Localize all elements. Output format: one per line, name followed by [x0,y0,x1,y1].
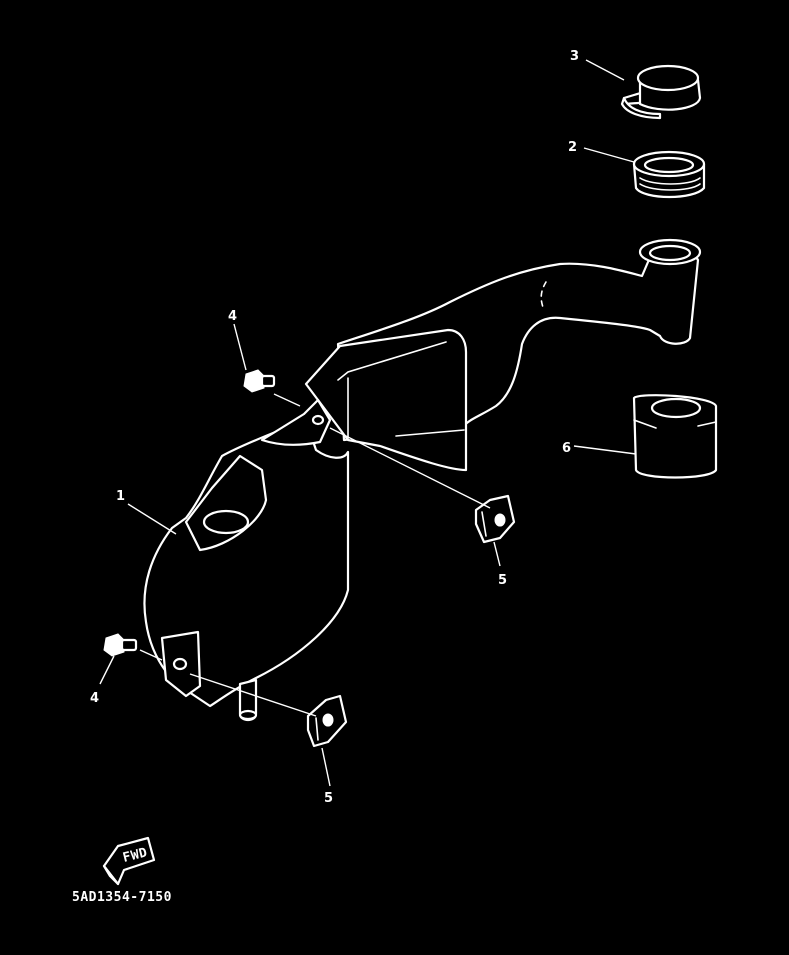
part-5-nut-upper [474,494,516,544]
callout-4-lower: 4 [90,691,99,706]
fwd-arrow-icon: FWD [102,836,156,886]
part-3-cap [620,64,702,120]
drawing-code: 5AD1354-7150 [72,890,172,905]
leader-lines [99,59,637,787]
assembly-lines [139,393,491,717]
part-4-bolt-lower [103,633,138,657]
part-5-nut-lower [306,694,348,748]
callout-2: 2 [568,140,577,155]
part-1-housing [143,238,702,722]
callout-3: 3 [570,49,579,64]
part-4-bolt-upper [243,369,276,393]
fwd-label: FWD [121,845,149,866]
callout-1: 1 [116,489,125,504]
callout-4-upper: 4 [228,309,237,324]
callout-6: 6 [562,441,571,456]
callout-5-upper: 5 [498,573,507,588]
part-2-grommet [632,150,706,198]
part-6-clamp [632,394,718,479]
callout-5-lower: 5 [324,791,333,806]
